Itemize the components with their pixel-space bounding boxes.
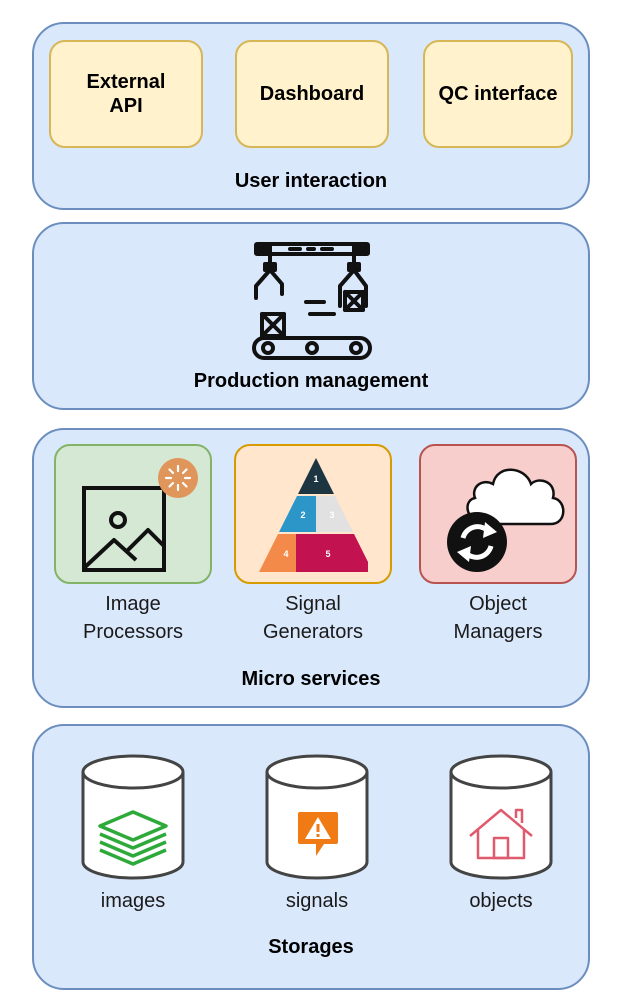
qc-interface-box[interactable]: QC interface (423, 40, 573, 148)
pyramid-level-1: 1 (313, 474, 318, 484)
pyramid-icon: 1 2 3 4 5 (259, 458, 368, 572)
pyramid-level-2: 2 (300, 510, 305, 520)
signals-database[interactable] (264, 754, 370, 882)
external-api-label-line1: External (86, 71, 166, 93)
warning-message-icon (298, 812, 338, 856)
micro-services-title: Micro services (241, 668, 381, 690)
qc-interface-label: QC interface (438, 83, 558, 105)
external-api-label-line2: API (109, 95, 143, 117)
production-management-title: Production management (193, 370, 429, 392)
signals-label: signals (285, 890, 349, 912)
layers-icon (98, 810, 168, 866)
object-managers-label-line1: Object (469, 593, 527, 615)
objects-database[interactable] (448, 754, 554, 882)
signal-generators-box[interactable]: 1 2 3 4 5 (234, 444, 392, 584)
dashboard-box[interactable]: Dashboard (235, 40, 389, 148)
image-processor-icon (82, 458, 198, 572)
object-managers-box[interactable] (419, 444, 577, 584)
images-label: images (100, 890, 166, 912)
dashboard-label: Dashboard (259, 83, 365, 105)
signal-generators-label-line1: Signal (285, 593, 341, 615)
storages-panel: images signals objects Storages (32, 724, 590, 990)
image-processors-label-line1: Image (105, 593, 161, 615)
signal-generators-label-line2: Generators (262, 621, 364, 643)
pyramid-level-5: 5 (325, 549, 330, 559)
objects-label: objects (469, 890, 533, 912)
pyramid-level-4: 4 (283, 549, 288, 559)
image-processors-box[interactable] (54, 444, 212, 584)
image-processors-label-line2: Processors (82, 621, 184, 643)
conveyor-robot-arms-icon (252, 242, 372, 360)
user-interaction-title: User interaction (234, 170, 388, 192)
object-managers-label-line2: Managers (453, 621, 543, 643)
cloud-sync-icon (447, 468, 565, 572)
house-icon (469, 808, 533, 860)
images-database[interactable] (80, 754, 186, 882)
storages-title: Storages (268, 936, 354, 958)
production-management-panel: Production management (32, 222, 590, 410)
pyramid-level-3: 3 (329, 510, 334, 520)
